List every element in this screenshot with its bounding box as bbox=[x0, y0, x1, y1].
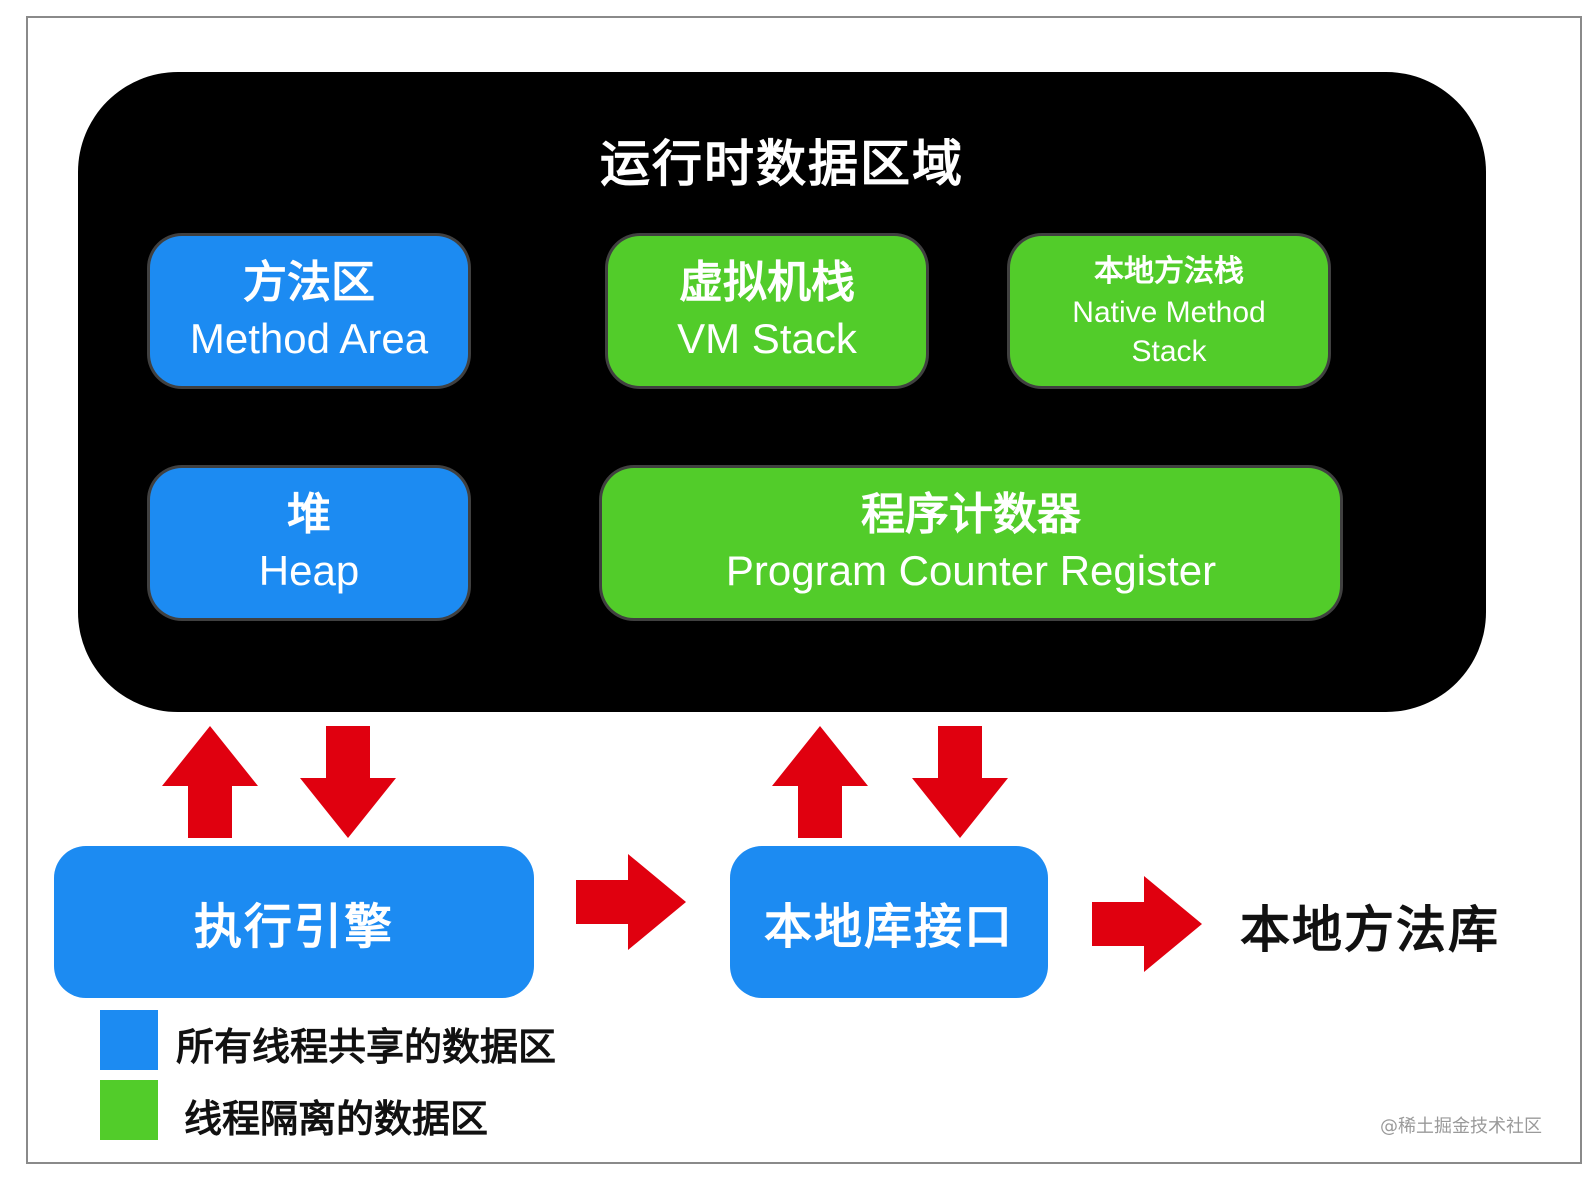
arrow-right-icon bbox=[1092, 876, 1202, 972]
vm-stack-block: 虚拟机栈 VM Stack bbox=[608, 236, 926, 386]
watermark: @稀土掘金技术社区 bbox=[1380, 1116, 1542, 1137]
vm-stack-zh: 虚拟机栈 bbox=[679, 257, 855, 309]
heap-block: 堆 Heap bbox=[150, 468, 468, 618]
runtime-data-area-title: 运行时数据区域 bbox=[600, 135, 964, 193]
execution-engine-block: 执行引擎 bbox=[54, 846, 534, 998]
native-library-interface-label: 本地库接口 bbox=[763, 899, 1014, 955]
heap-en: Heap bbox=[258, 547, 360, 595]
arrow-up-icon bbox=[162, 726, 258, 838]
native-method-stack-en-line2: Stack bbox=[1131, 335, 1207, 368]
native-method-library-label: 本地方法库 bbox=[1240, 901, 1500, 959]
program-counter-register-en: Program Counter Register bbox=[725, 547, 1217, 595]
execution-engine-label: 执行引擎 bbox=[193, 899, 394, 955]
method-area-en: Method Area bbox=[189, 315, 429, 363]
method-area-zh: 方法区 bbox=[243, 257, 375, 309]
native-method-stack-block: 本地方法栈 Native Method Stack bbox=[1010, 236, 1328, 386]
arrow-down-icon bbox=[912, 726, 1008, 838]
legend-label-shared: 所有线程共享的数据区 bbox=[176, 1025, 557, 1069]
legend-label-isolated: 线程隔离的数据区 bbox=[184, 1097, 489, 1141]
method-area-block: 方法区 Method Area bbox=[150, 236, 468, 386]
heap-zh: 堆 bbox=[287, 489, 331, 541]
arrow-up-icon bbox=[772, 726, 868, 838]
arrow-down-icon bbox=[300, 726, 396, 838]
diagram-frame bbox=[26, 16, 1582, 1164]
native-method-stack-en-line1: Native Method bbox=[1072, 296, 1266, 329]
vm-stack-en: VM Stack bbox=[677, 315, 857, 363]
legend-swatch-shared bbox=[100, 1010, 158, 1070]
program-counter-register-block: 程序计数器 Program Counter Register bbox=[602, 468, 1340, 618]
native-library-interface-block: 本地库接口 bbox=[730, 846, 1048, 998]
arrow-right-icon bbox=[576, 854, 686, 950]
program-counter-register-zh: 程序计数器 bbox=[861, 489, 1081, 541]
legend-swatch-isolated bbox=[100, 1080, 158, 1140]
native-method-stack-zh: 本地方法栈 bbox=[1094, 254, 1244, 289]
